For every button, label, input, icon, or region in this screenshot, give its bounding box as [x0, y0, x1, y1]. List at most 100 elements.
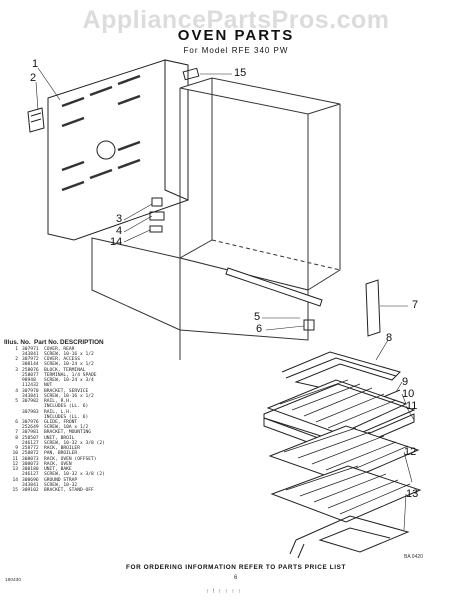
cell-part-no: 258772	[22, 446, 39, 452]
cell-part-no: 343841	[22, 351, 39, 357]
stand-off-bracket	[182, 67, 200, 81]
cell-illus-no: 10	[12, 451, 18, 457]
cell-description: NUT	[44, 383, 53, 389]
cell-illus-no: 1	[15, 346, 18, 352]
callout-5: 5	[254, 311, 261, 323]
cell-part-no: 343841	[22, 393, 39, 399]
cell-description: BRACKET, SERVICE	[44, 388, 89, 394]
callout-12: 12	[404, 446, 417, 458]
service-bracket	[149, 211, 165, 221]
cell-description: INCLUDES (LL. 6)	[44, 404, 89, 410]
document-code: 180430	[5, 578, 22, 583]
mounting-bracket	[365, 279, 381, 337]
callout-15: 15	[234, 67, 247, 79]
table-row: 343841 SCREW, 10-32	[4, 483, 176, 488]
callout-11: 11	[406, 400, 418, 412]
cell-description: SCREW, 10-24 x 1/2	[44, 362, 94, 368]
cell-description: SCREW, 10-32 x 3/8 (2)	[44, 472, 105, 478]
callout-10: 10	[402, 388, 415, 400]
cell-description: TERMINAL, 1/4 SPADE	[44, 372, 97, 378]
ordering-footer: FOR ORDERING INFORMATION REFER TO PARTS …	[126, 564, 346, 571]
table-row: 9 258772 RACK, BROILER	[4, 446, 176, 451]
callout-13: 13	[406, 488, 419, 500]
side-rail	[225, 267, 323, 307]
callout-14: 14	[110, 236, 123, 248]
cell-part-no: 258872	[22, 451, 39, 457]
oven-rack-bars	[285, 465, 411, 515]
cell-description: SCREW, 10-24 x 3/4	[44, 378, 94, 384]
diagram-ref-code: BA 0420	[404, 554, 423, 560]
bake-element	[295, 515, 410, 553]
cell-illus-no: 15	[12, 488, 18, 494]
table-row: INCLUDES (LL. 6)	[4, 415, 176, 420]
cell-part-no: 308073	[22, 461, 39, 467]
front-glide	[303, 319, 315, 331]
page-number: 6	[234, 575, 238, 581]
cell-part-no: 309102	[22, 488, 39, 494]
cell-description: RACK, OVEN	[44, 461, 72, 467]
cell-description: COVER, REAR	[44, 346, 75, 352]
cell-illus-no: 7	[15, 430, 18, 436]
oven-cavity	[91, 77, 341, 360]
cell-part-no: 343841	[22, 482, 39, 488]
cell-illus-no: 4	[15, 388, 18, 394]
cell-illus-no: 2	[15, 357, 18, 363]
cell-illus-no: 11	[12, 456, 18, 462]
callout-7: 7	[412, 299, 419, 311]
cell-description: SCREW, 10-32 x 3/8 (2)	[44, 440, 105, 446]
cell-description: RACK, BROILER	[44, 446, 80, 452]
broiler-rack-bars	[279, 379, 397, 429]
oven-rack-offset	[268, 425, 420, 483]
watermark: AppliancePartsPros.com	[82, 6, 390, 34]
model-subtitle: For Model RFE 340 PW	[183, 46, 289, 55]
cell-description: SCREW, 10A x 1/2	[44, 425, 89, 431]
cell-part-no: 258507	[22, 435, 39, 441]
cell-part-no: 112432	[22, 383, 39, 389]
table-row: 343841 SCREW, 10-16 x 1/2	[4, 352, 176, 357]
cell-illus-no: 6	[15, 419, 18, 425]
callout-6: 6	[256, 323, 263, 335]
callout-1: 1	[32, 58, 39, 70]
cell-description: COVER, ACCESS	[44, 357, 80, 363]
cell-description: SCREW, 10-16 x 1/2	[44, 351, 94, 357]
cell-description: BRACKET, STAND-OFF	[44, 488, 94, 494]
table-row: 252649 SCREW, 10A x 1/2	[4, 425, 176, 430]
ground-strap	[149, 225, 163, 233]
rear-cover-louvers	[61, 74, 141, 192]
terminal-block	[151, 197, 163, 207]
cell-part-no: 307983	[22, 409, 39, 415]
cell-part-no: 246127	[22, 472, 39, 478]
rear-cover-hole	[96, 140, 116, 160]
callout-3: 3	[116, 213, 123, 225]
table-row: 15 309102 BRACKET, STAND-OFF	[4, 488, 176, 493]
cell-description: RAIL, R.H.	[44, 399, 72, 405]
header-part-no: Part No.	[34, 339, 59, 346]
cell-illus-no: 9	[15, 446, 18, 452]
cell-description: PAN, BROILER	[44, 451, 78, 457]
cell-description: GROUND STRAP	[44, 477, 78, 483]
leader-lines	[35, 67, 415, 531]
cell-part-no: 307976	[22, 419, 39, 425]
cell-description: BRACKET, MOUNTING	[44, 430, 92, 436]
header-description: DESCRIPTION	[60, 339, 104, 346]
cell-part-no: 252649	[22, 425, 39, 431]
cell-part-no: 258076	[22, 367, 39, 373]
cell-description: SCREW, 10-32	[44, 482, 78, 488]
